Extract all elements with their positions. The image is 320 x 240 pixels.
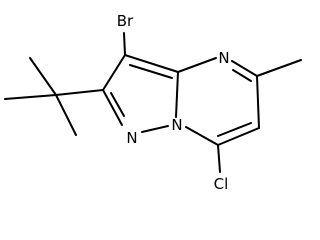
bond-tbu-methyl-lower <box>55 94 77 136</box>
bond-n-bridge-n1 <box>141 125 169 133</box>
bond-c6-c7-inner <box>217 122 252 137</box>
bond-tbu-methyl-left <box>4 94 57 100</box>
bond-c5-c6 <box>256 75 260 129</box>
bond-lines <box>4 32 302 173</box>
bond-n4-c5-inner <box>232 69 252 82</box>
atom-label-nitrogen-bridgehead: N <box>171 116 182 134</box>
bond-n1-c2 <box>102 89 123 126</box>
bond-c7-n-bridge <box>185 126 219 146</box>
bond-c6-c7 <box>217 127 260 146</box>
bond-c3a-n-bridge <box>175 71 179 118</box>
atom-labels: Br Cl N N N <box>117 12 230 193</box>
bond-n1-c2-inner <box>110 92 125 117</box>
bond-c3-c3a <box>124 54 179 73</box>
atom-label-chlorine: Cl <box>214 175 229 193</box>
bond-c2-c3 <box>102 54 126 91</box>
bond-c3-br <box>123 32 126 56</box>
chemical-structure-diagram: Br Cl N N N <box>4 12 302 193</box>
atom-label-nitrogen-upper: N <box>218 49 229 67</box>
bond-tbu-methyl-upper <box>29 57 57 96</box>
bond-c7-cl <box>217 144 221 173</box>
atom-label-nitrogen-left: N <box>126 129 137 147</box>
bond-c3a-n4 <box>177 57 217 73</box>
bond-tbu-to-c2 <box>55 89 104 96</box>
bond-n4-c5 <box>231 60 258 77</box>
bond-c5-methyl <box>256 59 302 77</box>
bond-c3-c3a-inner <box>129 64 173 79</box>
atom-label-bromine: Br <box>117 12 134 30</box>
